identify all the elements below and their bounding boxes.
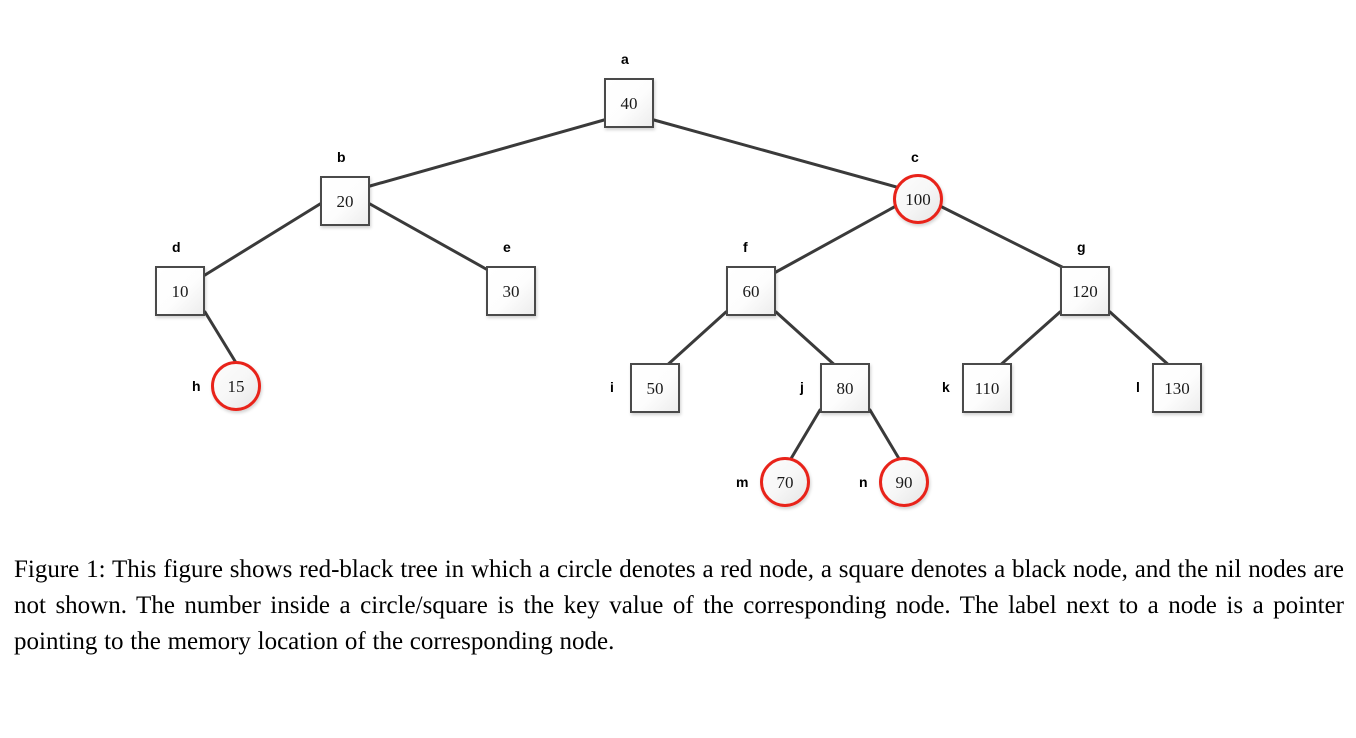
tree-node-pointer-label-d: d [172,239,181,255]
tree-node-pointer-label-e: e [503,239,511,255]
tree-node-value-f: 60 [742,281,760,301]
tree-node-value-a: 40 [620,93,638,113]
tree-node-n[interactable]: 90 [879,457,929,507]
tree-edge-j-m [787,408,822,464]
tree-node-pointer-label-b: b [337,149,346,165]
tree-edges-canvas [203,118,1174,464]
edge-group [203,118,1174,464]
tree-edge-c-f [774,204,898,274]
tree-node-l[interactable]: 130 [1152,363,1202,413]
tree-node-i[interactable]: 50 [630,363,680,413]
tree-node-pointer-label-n: n [859,474,868,490]
tree-edge-j-n [868,408,903,464]
tree-node-a[interactable]: 40 [604,78,654,128]
tree-node-value-n: 90 [895,472,913,492]
tree-node-pointer-label-f: f [743,239,748,255]
tree-node-e[interactable]: 30 [486,266,536,316]
tree-edge-b-e [368,202,497,276]
tree-node-c[interactable]: 100 [893,174,943,224]
tree-node-g[interactable]: 120 [1060,266,1110,316]
figure-caption: Figure 1: This figure shows red-black tr… [14,556,1344,655]
tree-node-pointer-label-a: a [621,51,629,67]
tree-edge-g-l [1108,310,1174,370]
tree-node-value-k: 110 [974,378,1000,398]
tree-node-pointer-label-j: j [800,379,804,395]
tree-edge-g-k [995,310,1062,370]
tree-node-pointer-label-m: m [736,474,749,490]
tree-node-value-d: 10 [171,281,189,301]
tree-node-value-m: 70 [776,472,794,492]
tree-edge-a-b [368,118,606,188]
tree-node-m[interactable]: 70 [760,457,810,507]
tree-node-pointer-label-k: k [942,379,950,395]
tree-node-j[interactable]: 80 [820,363,870,413]
tree-edge-f-j [774,310,840,370]
tree-node-k[interactable]: 110 [962,363,1012,413]
tree-edge-d-h [203,310,240,368]
tree-edge-f-i [662,310,728,370]
tree-node-h[interactable]: 15 [211,361,261,411]
tree-node-d[interactable]: 10 [155,266,205,316]
tree-node-b[interactable]: 20 [320,176,370,226]
tree-node-pointer-label-c: c [911,149,919,165]
tree-node-pointer-label-i: i [610,379,614,395]
tree-edge-c-g [938,204,1074,274]
tree-node-pointer-label-h: h [192,378,201,394]
tree-node-value-i: 50 [646,378,664,398]
tree-node-value-h: 15 [227,376,245,396]
tree-node-value-e: 30 [502,281,520,301]
tree-node-value-l: 130 [1164,378,1190,398]
tree-node-value-b: 20 [336,191,354,211]
tree-node-value-c: 100 [905,189,931,209]
tree-node-value-g: 120 [1072,281,1098,301]
tree-node-pointer-label-g: g [1077,239,1086,255]
tree-node-value-j: 80 [836,378,854,398]
tree-edge-a-c [652,118,902,190]
tree-edge-b-d [203,202,322,277]
tree-node-pointer-label-l: l [1136,379,1140,395]
tree-node-f[interactable]: 60 [726,266,776,316]
